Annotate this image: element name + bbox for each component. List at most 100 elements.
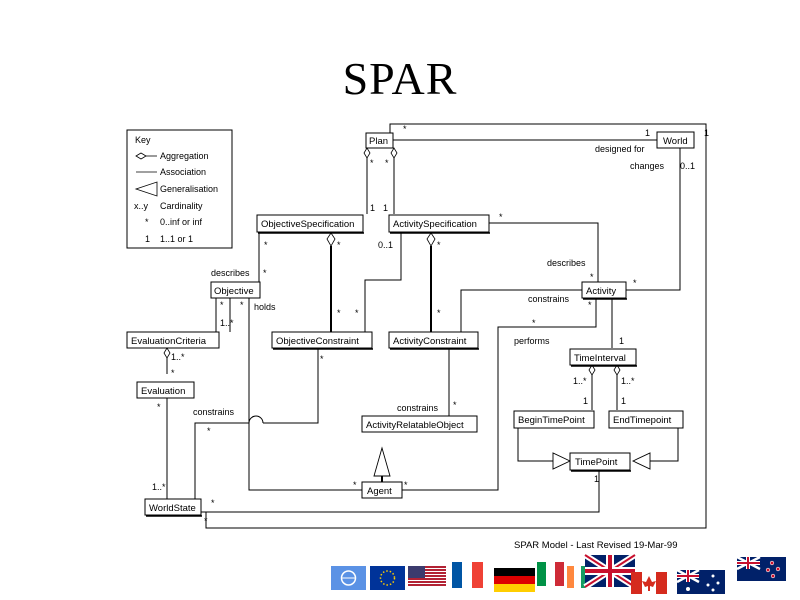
activity-performs-line	[402, 298, 597, 491]
evaluation-criteria-box	[126, 331, 220, 349]
objective-label: Objective	[214, 286, 254, 297]
italy-flag-icon	[537, 562, 564, 586]
evaluation-label: Evaluation	[141, 386, 185, 397]
agent-label: Agent	[367, 486, 392, 497]
describes-activity-label: describes	[547, 258, 586, 268]
activity-constraint-box	[388, 331, 479, 349]
card-ws-one-star: 1..*	[152, 482, 166, 492]
designed-for-label: designed for	[595, 144, 645, 154]
world-label: World	[663, 136, 688, 147]
card-actspec-star: *	[437, 240, 441, 250]
box-shadows	[146, 232, 637, 517]
worldstate-label: WorldState	[149, 503, 196, 514]
key-cardinality-symbol: x..y	[134, 201, 149, 211]
objective-agent-line	[248, 298, 362, 491]
card-world-right: 1	[704, 128, 709, 138]
card-objspec-star-a: *	[264, 240, 268, 250]
actspec-objconstraint-line	[364, 232, 402, 332]
begin-timepoint-box	[513, 410, 595, 429]
objective-spec-box	[256, 214, 364, 233]
association-labels: designed for changes describes describes…	[193, 144, 665, 417]
card-ac-star: *	[437, 308, 441, 318]
changes-label: changes	[630, 161, 665, 171]
card-objective-one-star: 1..*	[220, 318, 234, 328]
un-flag-icon	[331, 566, 366, 590]
objective-spec-label: ObjectiveSpecification	[261, 219, 354, 230]
key-generalisation-label: Generalisation	[160, 184, 218, 194]
aggregation-diamond-plan-left	[363, 147, 371, 159]
card-describes-star-a: *	[263, 268, 267, 278]
evaluation-criteria-label: EvaluationCriteria	[131, 336, 207, 347]
key-cardinality-label: Cardinality	[160, 201, 203, 211]
objective-box	[210, 281, 261, 299]
objective-constraint-label: ObjectiveConstraint	[276, 336, 359, 347]
card-world-changes: 0..1	[680, 161, 695, 171]
card-actspec-zero-one: 0..1	[378, 240, 393, 250]
constrains-worldstate-line	[194, 422, 249, 503]
plan-label: Plan	[369, 136, 388, 147]
plan-box	[365, 132, 394, 149]
class-boxes	[126, 131, 695, 516]
card-plan-world: 1	[645, 128, 650, 138]
aggregation-diamond-actspec	[426, 232, 436, 247]
card-ec-one-star: 1..*	[171, 352, 185, 362]
key-one-symbol: 1	[145, 234, 150, 244]
card-plan-right: *	[385, 158, 389, 168]
key-star-label: 0..inf or inf	[160, 217, 203, 227]
key-legend: Key Aggregation Association Generalisati…	[126, 129, 233, 249]
usa-flag-icon	[408, 566, 446, 588]
card-oc-star-a: *	[337, 308, 341, 318]
key-one-label: 1..1 or 1	[160, 234, 193, 244]
card-ti-one-star-b: 1..*	[621, 376, 635, 386]
time-interval-label: TimeInterval	[574, 353, 626, 364]
world-box	[656, 131, 695, 149]
timepoint-box	[569, 452, 631, 471]
card-tp-one: 1	[594, 474, 599, 484]
generalisation-key-icon	[134, 181, 158, 197]
aggregation-markers	[163, 147, 621, 376]
cardinality-labels: * 1 1 0..1 * * 1 1 * 0..1 * * * * * * * …	[152, 124, 709, 526]
card-objspec-1: 1	[370, 203, 375, 213]
card-plan-top: *	[403, 124, 407, 134]
card-ws-star-a: *	[211, 498, 215, 508]
france-flag-icon	[452, 562, 483, 588]
aggregation-diamond-objspec	[326, 232, 336, 247]
canada-flag-icon	[631, 572, 667, 594]
actspec-activity-line	[489, 222, 599, 282]
timepoint-label: TimePoint	[575, 457, 618, 468]
flag-row	[331, 552, 786, 594]
card-actspec-right: *	[499, 212, 503, 222]
performs-label: performs	[514, 336, 550, 346]
worldstate-box	[144, 498, 202, 516]
card-objspec-star-b: *	[337, 240, 341, 250]
activity-box	[581, 281, 627, 299]
card-aro-star: *	[453, 400, 457, 410]
aggregation-diamond-ti-right	[613, 364, 621, 376]
card-act-perf-star: *	[532, 318, 536, 328]
card-constrains-star: *	[207, 426, 211, 436]
card-ec-star: *	[171, 368, 175, 378]
plan-self-loop-line	[205, 123, 707, 529]
card-oc-star-b: *	[355, 308, 359, 318]
uk-flag-icon	[583, 552, 637, 590]
card-ti-1a: 1	[583, 396, 588, 406]
end-timepoint-label: EndTimepoint	[613, 415, 672, 426]
timepoint-worldstate-line	[201, 470, 600, 513]
time-interval-box	[569, 348, 637, 366]
activity-spec-box	[388, 214, 490, 233]
generalisation-triangle-begin	[552, 452, 572, 470]
eu-flag-icon	[370, 566, 405, 590]
australia-flag-icon	[676, 568, 725, 594]
card-ti-1b: 1	[621, 396, 626, 406]
aro-box	[361, 415, 478, 433]
objective-constraint-box	[271, 331, 373, 349]
constrains-object-label: constrains	[397, 403, 439, 413]
begin-timepoint-label: BeginTimePoint	[518, 415, 585, 426]
activity-actconstraint-line	[460, 289, 582, 332]
ireland-flag-icon	[567, 566, 588, 588]
new-zealand-flag-icon	[736, 555, 786, 581]
card-plan-left: *	[370, 158, 374, 168]
card-ws-star-b: *	[204, 516, 208, 526]
aro-label: ActivityRelatableObject	[366, 420, 464, 431]
card-agent-star-r: *	[404, 480, 408, 490]
